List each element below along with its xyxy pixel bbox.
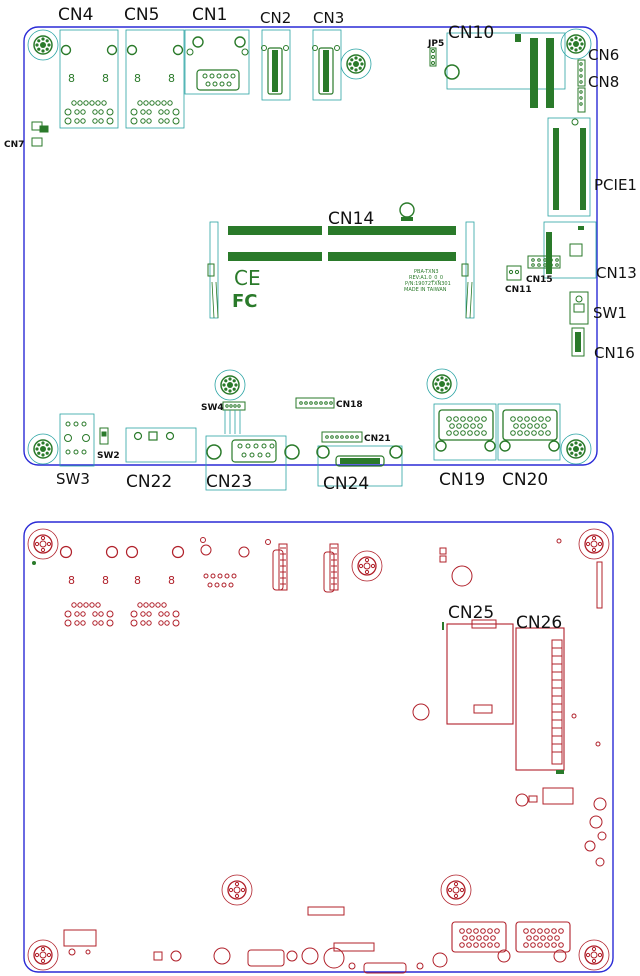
cn4-footprint [59,29,119,129]
bottom-misc-footprints [32,538,607,867]
label-cn6: CN6 [588,46,619,64]
label-cn7: CN7 [4,140,24,150]
label-pcie1: PCIE1 [594,176,637,194]
label-cn2: CN2 [260,9,291,27]
cn25-footprint [446,619,514,725]
cn19-outline [433,403,497,461]
sw2-footprint [99,427,109,445]
cn13-footprint [543,221,597,279]
mounting-hole [560,433,592,465]
cn4-bottom-footprint [59,545,119,627]
mounting-hole [578,939,610,971]
top-board-outline [23,26,598,466]
mounting-hole [560,28,592,60]
mounting-hole [214,369,246,401]
label-sw4: SW4 [201,403,224,413]
label-cn15: CN15 [526,275,553,285]
label-cn11: CN11 [505,285,532,295]
cn5-footprint [125,29,185,129]
mounting-hole [27,433,59,465]
cn20-bottom-footprint [515,921,571,953]
cn20-footprint [502,409,558,441]
label-cn5: CN5 [124,5,159,25]
label-cn22: CN22 [126,472,172,492]
label-cn13: CN13 [596,264,637,282]
mounting-hole [426,368,458,400]
sw3-footprint [59,413,95,467]
cn1-footprint [184,29,250,95]
mounting-hole [440,874,472,906]
label-cn10: CN10 [448,23,494,43]
label-cn1: CN1 [192,5,227,25]
label-cn18: CN18 [336,400,363,410]
mounting-hole [27,29,59,61]
cn22-footprint [125,427,197,463]
label-jp5: JP5 [427,39,444,49]
label-cn23: CN23 [206,472,252,492]
jp5-footprint [429,47,437,67]
cn7-footprint [31,121,49,147]
cn26-footprint [515,627,565,774]
fc-mark: FC [232,291,258,312]
bottom-view: CN25 CN26 [23,521,614,974]
ce-mark: CE [234,266,261,290]
cn19-bottom-footprint [451,921,507,953]
cn15-footprint [527,255,561,269]
bottom-row-footprints [63,929,567,974]
cn14-footprint [207,202,475,319]
cn18-footprint [295,397,335,409]
label-cn21: CN21 [364,434,391,444]
silk-line-4: MADE IN TAIWAN [404,287,447,293]
label-cn8: CN8 [588,73,619,91]
mounting-hole [351,550,383,582]
cn11-footprint [506,265,522,281]
cn5-bottom-footprint [125,545,185,627]
cn3-bottom-footprint [323,543,339,593]
mounting-hole [27,939,59,971]
silk-line-3: P/N:19072TXN301 [405,281,451,287]
cn16-footprint [571,327,585,357]
label-cn16: CN16 [594,344,635,362]
label-cn19: CN19 [439,470,485,490]
label-cn24: CN24 [323,474,369,494]
silk-line-2: REV:A1.0_0_0 [409,275,443,281]
cn21-footprint [321,431,363,443]
label-cn3: CN3 [313,9,344,27]
sw1-footprint [569,291,589,325]
cn19-footprint [438,409,494,441]
pcie1-footprint [547,117,591,217]
mounting-hole [221,874,253,906]
label-cn26: CN26 [516,613,562,633]
cn2-footprint [261,29,291,101]
silk-line-1: PBA-TXN3 [414,269,439,275]
label-cn4: CN4 [58,5,93,25]
label-sw2: SW2 [97,451,120,461]
bottom-board-outline [23,521,614,973]
label-cn25: CN25 [448,603,494,623]
mounting-hole [340,48,372,80]
label-cn20: CN20 [502,470,548,490]
cn2-bottom-footprint [272,543,288,591]
label-cn14: CN14 [328,209,374,229]
cn24-footprint [316,445,403,487]
mounting-hole [27,528,59,560]
cn6-cn8-footprint [577,59,586,113]
cn23-footprint [205,435,300,491]
cn20-outline [497,403,561,461]
label-sw3: SW3 [56,470,90,488]
cn18-bottom-footprint [307,906,375,952]
sw4-footprint [222,401,246,434]
label-sw1: SW1 [593,304,627,322]
top-view: CE FC PBA-TXN3 REV:A1.0_0_0 P/N:19072TXN… [4,5,637,494]
mounting-hole [578,528,610,560]
cn3-footprint [312,29,342,101]
cn1-bottom-footprint [200,537,271,588]
cn10-footprint [444,32,566,108]
